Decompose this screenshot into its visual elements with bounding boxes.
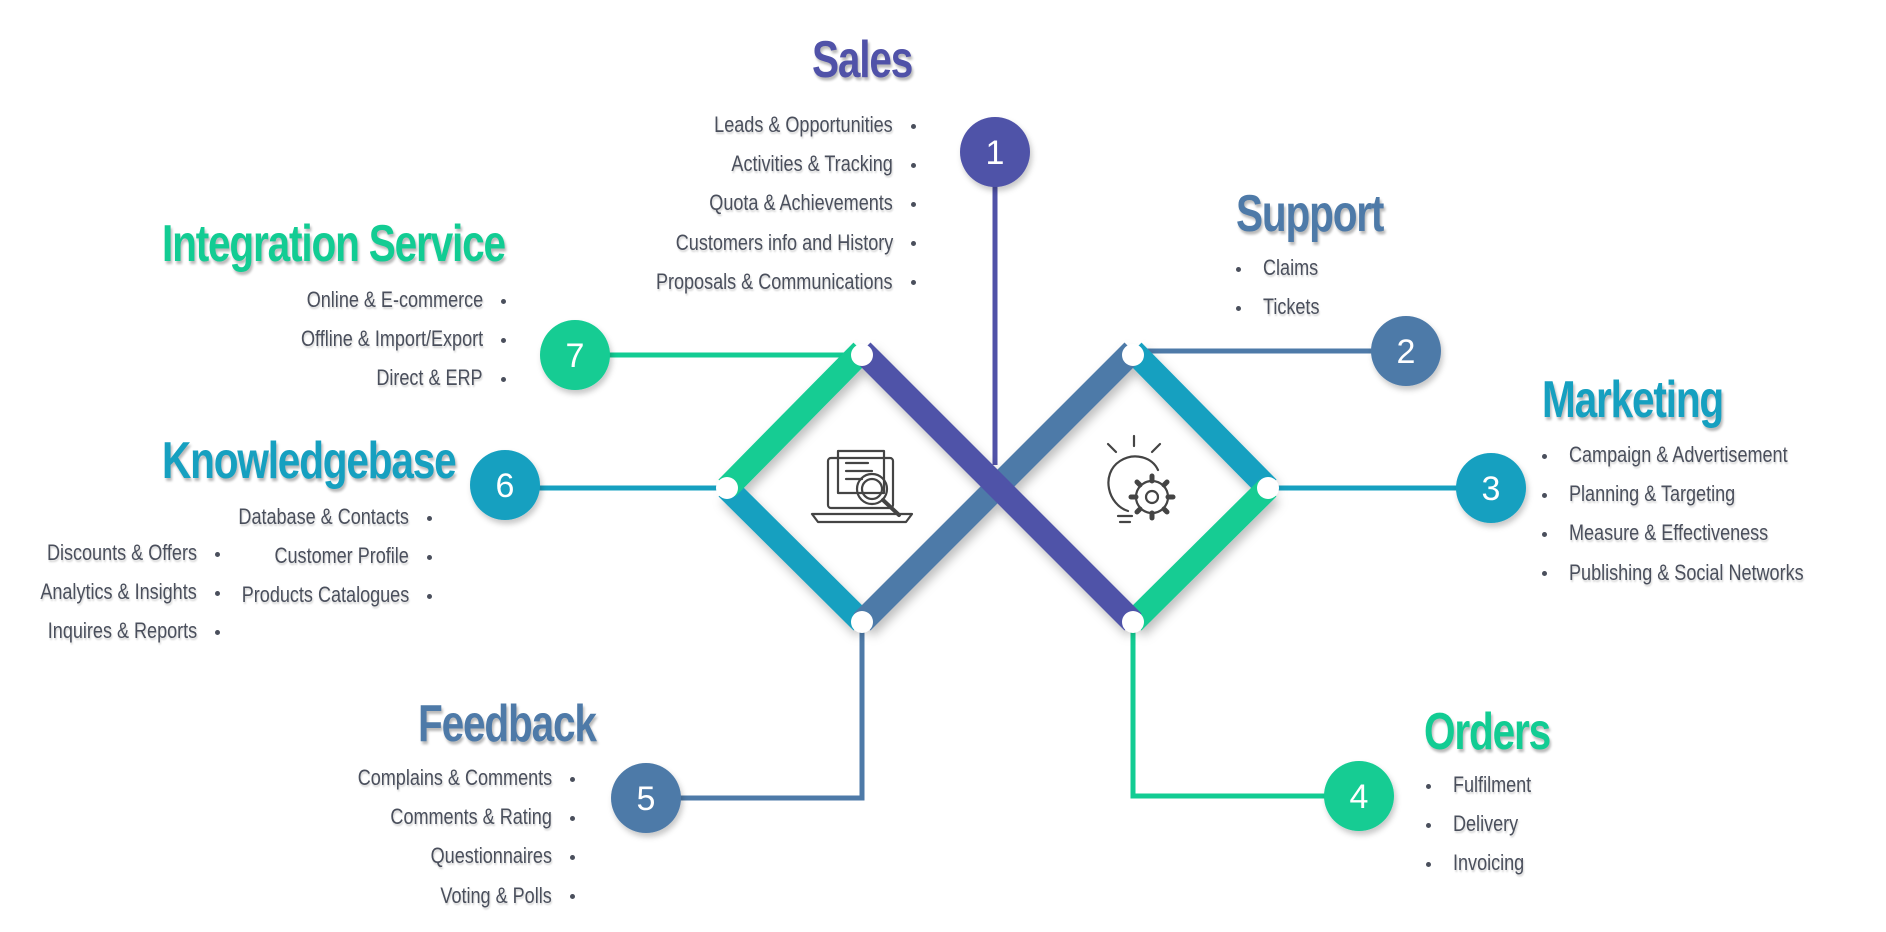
laptop-document-magnifier-icon (810, 449, 914, 524)
connector-lines (505, 152, 1491, 801)
support-items: Claims Tickets (1236, 248, 1332, 326)
badge-orders: 4 (1324, 761, 1394, 831)
list-item: Delivery (1426, 804, 1548, 843)
integration-service-title: Integration Service (162, 215, 506, 273)
junction-dot (851, 344, 873, 366)
list-item: Database & Contacts (201, 497, 432, 536)
badge-support: 2 (1371, 316, 1441, 386)
band-left-top-left (718, 342, 871, 497)
badge-marketing: 3 (1456, 453, 1526, 523)
diamond-loops (718, 342, 1277, 631)
list-item: Activities & Tracking (604, 144, 916, 183)
list-item: Products Catalogues (201, 575, 432, 614)
list-item: Customers info and History (604, 223, 916, 262)
knowledgebase-items-left: Discounts & Offers Analytics & Insights … (6, 533, 220, 651)
marketing-title: Marketing (1542, 371, 1724, 429)
connector-feedback (646, 622, 865, 801)
list-item: Planning & Targeting (1542, 474, 1855, 513)
badge-number: 5 (637, 780, 656, 818)
integration-service-items: Online & E-commerce Offline & Import/Exp… (261, 280, 506, 398)
junction-dot (1122, 611, 1144, 633)
list-item: Invoicing (1426, 843, 1548, 882)
band-right-top-right (1124, 342, 1277, 497)
badge-feedback: 5 (611, 763, 681, 833)
list-item: Quota & Achievements (604, 183, 916, 222)
junction-dot (851, 611, 873, 633)
marketing-items: Campaign & Advertisement Planning & Targ… (1542, 435, 1855, 592)
badge-integration: 7 (540, 320, 610, 390)
list-item: Tickets (1236, 287, 1332, 326)
junction-dots (716, 344, 1279, 633)
list-item: Online & E-commerce (261, 280, 506, 319)
list-item: Publishing & Social Networks (1542, 553, 1855, 592)
badge-number: 3 (1482, 470, 1501, 508)
list-item: Questionnaires (315, 836, 575, 875)
junction-dot (1257, 477, 1279, 499)
knowledgebase-title: Knowledgebase (162, 432, 457, 490)
list-item: Proposals & Communications (604, 262, 916, 301)
badge-number: 1 (986, 134, 1005, 172)
list-item: Measure & Effectiveness (1542, 513, 1855, 552)
list-item: Fulfilment (1426, 765, 1548, 804)
connector-orders (1130, 622, 1359, 799)
list-item: Comments & Rating (315, 797, 575, 836)
lightbulb-gear-icon (1106, 434, 1176, 524)
list-item: Direct & ERP (261, 358, 506, 397)
sales-title: Sales (812, 31, 913, 89)
list-item: Discounts & Offers (6, 533, 220, 572)
feedback-items: Complains & Comments Comments & Rating Q… (315, 758, 575, 915)
list-item: Inquires & Reports (6, 611, 220, 650)
junction-dot (1122, 344, 1144, 366)
list-item: Campaign & Advertisement (1542, 435, 1855, 474)
list-item: Claims (1236, 248, 1332, 287)
knowledgebase-items-right: Database & Contacts Customer Profile Pro… (201, 497, 432, 615)
orders-title: Orders (1424, 703, 1551, 761)
badge-number: 4 (1350, 778, 1369, 816)
badge-number: 6 (496, 467, 515, 505)
sales-items: Leads & Opportunities Activities & Track… (604, 105, 916, 301)
badge-number: 7 (566, 337, 585, 375)
badge-number: 2 (1397, 333, 1416, 371)
list-item: Customer Profile (201, 536, 432, 575)
list-item: Analytics & Insights (6, 572, 220, 611)
feedback-title: Feedback (418, 695, 597, 753)
list-item: Offline & Import/Export (261, 319, 506, 358)
list-item: Leads & Opportunities (604, 105, 916, 144)
support-title: Support (1236, 185, 1384, 243)
band-left-bottom-left (718, 479, 871, 631)
list-item: Voting & Polls (315, 876, 575, 915)
list-item: Complains & Comments (315, 758, 575, 797)
band-right-bottom-right (1124, 479, 1277, 631)
junction-dot (716, 477, 738, 499)
badge-sales: 1 (960, 117, 1030, 187)
band-cross-falling (853, 342, 1142, 631)
badge-knowledgebase: 6 (470, 450, 540, 520)
orders-items: Fulfilment Delivery Invoicing (1426, 765, 1548, 883)
